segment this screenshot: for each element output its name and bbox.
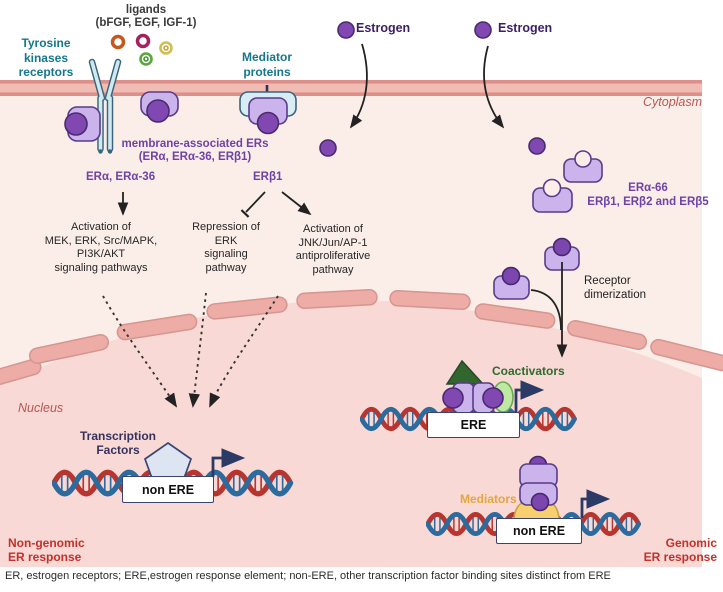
coactivators-label: Coactivators bbox=[492, 364, 565, 378]
pathway-jnk-text: Activation of JNK/Jun/AP-1 antiprolifera… bbox=[295, 223, 371, 276]
plasma-membrane-icon bbox=[0, 80, 702, 96]
arrows bbox=[117, 43, 568, 358]
ligands-title: ligands bbox=[125, 4, 167, 16]
bfgf-ligand-icon bbox=[110, 34, 126, 50]
er-receptor-icon-empty-1 bbox=[563, 150, 603, 183]
er-receptor-icon-bound-2 bbox=[493, 266, 530, 300]
figure-caption: ER, estrogen receptors; ERE,estrogen res… bbox=[5, 570, 611, 582]
pathway-erk-text: Repression of ERK signaling pathway bbox=[192, 221, 260, 274]
dashed-arrow-1 bbox=[102, 295, 178, 408]
tbar-repression bbox=[240, 209, 250, 218]
mediator-protein-complex-icon bbox=[239, 85, 297, 135]
estrogen-label-right: Estrogen bbox=[498, 21, 553, 35]
estrogen-label-left: Estrogen bbox=[356, 21, 411, 35]
tyrosine-kinase-receptor-icon bbox=[88, 58, 122, 154]
membrane-associated-ers-title: membrane-associated ERs bbox=[121, 138, 269, 150]
mediator-complex-icon bbox=[513, 455, 560, 522]
non-ere-box-left: non ERE bbox=[122, 476, 214, 503]
transcription-start-arrows bbox=[211, 380, 611, 518]
estrogen-icon-top-right bbox=[474, 21, 492, 39]
arrow-estrogen-right bbox=[483, 45, 505, 129]
membrane-er-icon-mid bbox=[140, 91, 179, 123]
er-receptor-icon-empty-2 bbox=[532, 178, 573, 213]
estrogen-icon-top-left bbox=[337, 21, 355, 39]
non-genomic-response-label: Non-genomic ER response bbox=[8, 536, 85, 564]
non-ere-box-right: non ERE bbox=[496, 518, 582, 544]
nuclear-envelope-icon bbox=[0, 289, 723, 394]
arrow-erb-activation bbox=[281, 191, 312, 216]
ligand-icons bbox=[110, 33, 173, 66]
tyrosine-kinases-receptors-label: Tyrosine kinases receptors bbox=[18, 36, 74, 79]
estrogen-molecule-icons bbox=[319, 21, 546, 157]
ere-box: ERE bbox=[427, 412, 520, 438]
transcription-arrow-ere bbox=[514, 380, 545, 412]
pathway-mek-text: Activation of MEK, ERK, Src/MAPK, PI3K/A… bbox=[44, 221, 158, 274]
arrow-dimer-join bbox=[530, 289, 562, 331]
membrane-er-icon-left bbox=[64, 106, 101, 142]
arrow-estrogen-left bbox=[349, 43, 368, 129]
transcription-arrow-left bbox=[211, 448, 246, 477]
transcription-factors-label: Transcription Factors bbox=[79, 429, 156, 457]
nucleus-label: Nucleus bbox=[18, 401, 64, 415]
dashed-arrows bbox=[102, 292, 279, 408]
er-receptor-types-label: ERα-66 ERβ1, ERβ2 and ERβ5 bbox=[587, 182, 709, 208]
mediators-label: Mediators bbox=[460, 492, 517, 506]
er-receptor-icon-bound-1 bbox=[544, 237, 580, 271]
egf-ligand-icon bbox=[135, 33, 151, 49]
receptor-dimerization-label: Receptor dimerization bbox=[584, 275, 646, 301]
membrane-associated-ers-subtitle: (ERα, ERα-36, ERβ1) bbox=[138, 151, 252, 163]
estrogen-icon-cytoplasm-left bbox=[319, 139, 337, 157]
mediator-proteins-label: Mediator proteins bbox=[241, 50, 292, 79]
arrow-erb-repression bbox=[245, 191, 266, 213]
cytoplasm-label: Cytoplasm bbox=[643, 95, 703, 109]
coactivator-complex-icon bbox=[442, 359, 514, 414]
estrogen-icon-cytoplasm-right bbox=[528, 137, 546, 155]
ligands-subtitle: (bFGF, EGF, IGF-1) bbox=[95, 17, 197, 29]
era-label: ERα, ERα-36 bbox=[86, 171, 156, 183]
dashed-arrow-3 bbox=[209, 295, 279, 408]
transcription-arrow-nonere bbox=[580, 489, 611, 518]
genomic-response-label: Genomic ER response bbox=[643, 536, 717, 564]
erb1-label: ERβ1 bbox=[253, 171, 283, 183]
